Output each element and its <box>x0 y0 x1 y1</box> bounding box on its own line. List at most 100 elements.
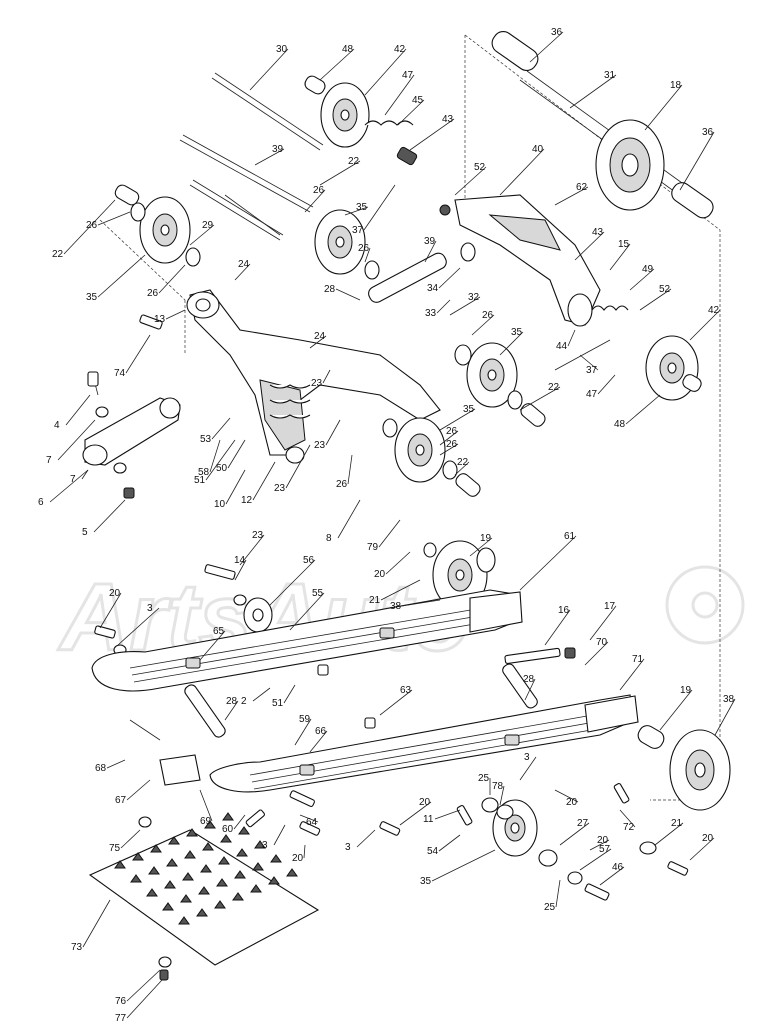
stud-icon <box>162 902 174 911</box>
callout-label: 48 <box>342 44 354 55</box>
stud-icon <box>168 836 180 845</box>
leader-line <box>519 386 561 411</box>
leader-line <box>439 443 459 456</box>
spring-45 <box>364 120 418 166</box>
scraper-67 <box>129 719 201 786</box>
stud-icon <box>166 858 178 867</box>
callout-label: 50 <box>216 463 228 474</box>
leader-line <box>356 829 376 848</box>
leader-line <box>249 48 289 91</box>
leader-line <box>438 267 461 289</box>
rear-wheel-38 <box>637 725 731 811</box>
stud-icon <box>286 868 298 877</box>
leader-line <box>584 641 609 666</box>
leader-line <box>126 779 151 801</box>
callout-label: 69 <box>200 816 212 827</box>
leader-line <box>283 684 296 704</box>
callout-label: 20 <box>292 853 304 864</box>
leader-line <box>239 534 265 566</box>
leader-line <box>554 789 579 803</box>
callout-label: 27 <box>577 818 589 829</box>
leader-line <box>579 848 612 871</box>
leader-line <box>574 231 605 261</box>
leader-line <box>126 969 161 1002</box>
callout-label: 38 <box>390 601 402 612</box>
callout-label: 7 <box>46 455 52 466</box>
leader-line <box>82 899 111 948</box>
callout-label: 66 <box>315 726 327 737</box>
leader-line <box>234 559 247 581</box>
callout-label: 61 <box>564 531 576 542</box>
leader-line <box>454 461 470 476</box>
rail-idler-38 <box>423 540 496 610</box>
leader-line <box>322 369 331 384</box>
callout-label: 35 <box>86 292 98 303</box>
callout-label: 2 <box>241 696 247 707</box>
leader-line <box>364 247 371 263</box>
callout-label: 22 <box>457 457 469 468</box>
leader-line <box>158 264 186 294</box>
stud-icon <box>146 888 158 897</box>
callout-label: 75 <box>109 843 121 854</box>
traction-mat-73 <box>88 812 320 966</box>
callout-label: 24 <box>238 259 250 270</box>
leader-line <box>529 31 564 63</box>
leader-line <box>309 335 327 349</box>
callout-label: 52 <box>474 162 486 173</box>
leader-line <box>397 99 425 126</box>
callout-label: 3 <box>262 840 268 851</box>
callout-label: 20 <box>702 833 714 844</box>
callout-label: 71 <box>632 654 644 665</box>
callout-label: 39 <box>272 144 284 155</box>
callout-label: 21 <box>369 595 381 606</box>
stud-icon <box>232 892 244 901</box>
leader-line <box>625 394 661 425</box>
callout-label: 26 <box>446 426 458 437</box>
leader-line <box>337 499 361 539</box>
leader-line <box>364 48 407 96</box>
leader-line <box>294 718 312 746</box>
leader-line <box>609 243 631 271</box>
small-hardware <box>138 664 689 981</box>
callout-label: 26 <box>86 220 98 231</box>
callout-label: 13 <box>154 314 166 325</box>
leader-line <box>304 189 326 213</box>
leader-line <box>544 609 571 646</box>
callout-label: 20 <box>374 569 386 580</box>
callout-label: 26 <box>313 185 325 196</box>
callout-label: 59 <box>299 714 311 725</box>
leader-line <box>519 756 537 781</box>
leader-line <box>199 630 226 661</box>
stud-icon <box>218 856 230 865</box>
upper-roller-42 <box>304 75 370 148</box>
callout-label: 28 <box>523 674 535 685</box>
leader-line <box>273 824 286 846</box>
callout-label: 72 <box>623 822 635 833</box>
stud-icon <box>236 848 248 857</box>
stud-icon <box>180 894 192 903</box>
leader-line <box>499 148 545 196</box>
callout-label: 35 <box>463 404 475 415</box>
leader-line <box>454 166 487 196</box>
leader-line <box>325 419 341 446</box>
callout-label: 76 <box>115 996 127 1007</box>
callout-label: 17 <box>604 601 616 612</box>
leader-line <box>439 408 476 431</box>
leader-line <box>303 844 306 859</box>
stud-icon <box>252 862 264 871</box>
callout-label: 45 <box>412 95 424 106</box>
bolt-16 <box>504 647 576 665</box>
leader-line <box>285 444 311 489</box>
callout-label: 26 <box>336 479 348 490</box>
leader-line <box>499 785 505 806</box>
front-arm-13 <box>186 289 441 464</box>
leader-line <box>689 837 715 861</box>
stud-icon <box>164 880 176 889</box>
callout-label: 20 <box>109 588 121 599</box>
leader-line <box>209 439 221 473</box>
callout-label: 39 <box>424 236 436 247</box>
callout-label: 20 <box>419 797 431 808</box>
callout-label: 55 <box>312 588 324 599</box>
